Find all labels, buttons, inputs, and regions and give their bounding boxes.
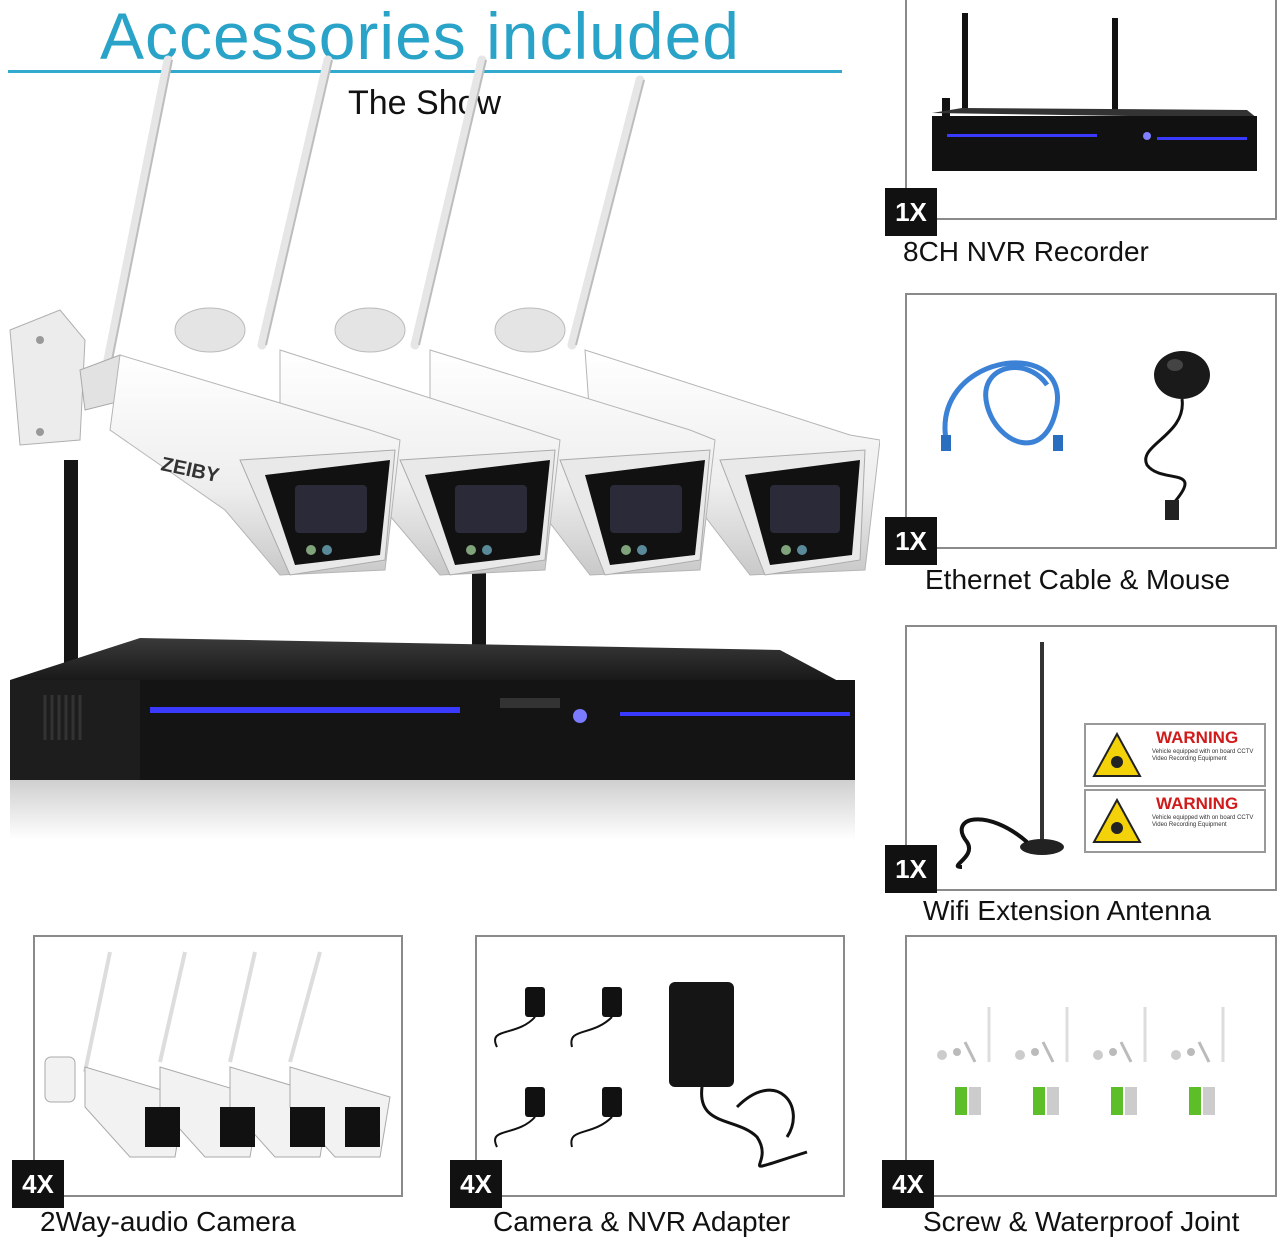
accessory-panel-screws	[905, 935, 1277, 1197]
camera-2	[174, 307, 561, 576]
accessory-label: 2Way-audio Camera	[40, 1206, 296, 1237]
accessory-panel-cameras	[33, 935, 403, 1197]
accessory-label: Wifi Extension Antenna	[923, 895, 1211, 926]
warning-body: Vehicle equipped with on board CCTV Vide…	[1152, 815, 1254, 828]
title-underline	[8, 70, 842, 73]
warning-heading: WARNING	[1156, 794, 1239, 813]
accessory-label: Camera & NVR Adapter	[493, 1206, 791, 1237]
warning-triangle-icon	[1092, 797, 1142, 843]
cameras-image	[44, 951, 391, 1158]
warning-body: Vehicle equipped with on board CCTV Vide…	[1152, 749, 1254, 762]
accessory-label: Screw & Waterproof Joint	[923, 1206, 1240, 1237]
camera-3	[334, 307, 716, 576]
accessory-panel-cable-mouse	[905, 293, 1277, 549]
warning-sign-1: WARNING Vehicle equipped with on board C…	[1084, 723, 1266, 787]
hero-product-image: ZEIBY	[9, 55, 880, 840]
count-badge: 1X	[885, 517, 937, 565]
nvr-recorder	[10, 638, 855, 840]
adapters-image	[494, 982, 808, 1168]
accessory-panel-antenna: WARNING Vehicle equipped with on board C…	[905, 625, 1277, 891]
count-badge: 4X	[12, 1160, 64, 1208]
count-badge: 1X	[885, 188, 937, 236]
nvr-image	[932, 13, 1257, 171]
camera-1: ZEIBY	[9, 309, 401, 576]
accessory-panel-nvr	[905, 0, 1277, 220]
screws-image	[937, 1007, 1225, 1115]
nvr-antenna	[64, 460, 486, 665]
count-badge: 4X	[450, 1160, 502, 1208]
accessory-label: Ethernet Cable & Mouse	[925, 564, 1231, 595]
cable-mouse-image	[941, 351, 1210, 520]
count-badge: 1X	[885, 845, 937, 893]
antenna-image	[955, 642, 1064, 869]
accessory-label: 8CH NVR Recorder	[903, 236, 1149, 267]
camera-4	[494, 307, 880, 576]
warning-sign-2: WARNING Vehicle equipped with on board C…	[1084, 789, 1266, 853]
warning-triangle-icon	[1092, 731, 1142, 777]
count-badge: 4X	[882, 1160, 934, 1208]
page-title: Accessories included	[100, 0, 740, 73]
camera-antennas	[103, 55, 645, 365]
accessory-panel-adapters	[475, 935, 845, 1197]
warning-heading: WARNING	[1156, 728, 1239, 747]
